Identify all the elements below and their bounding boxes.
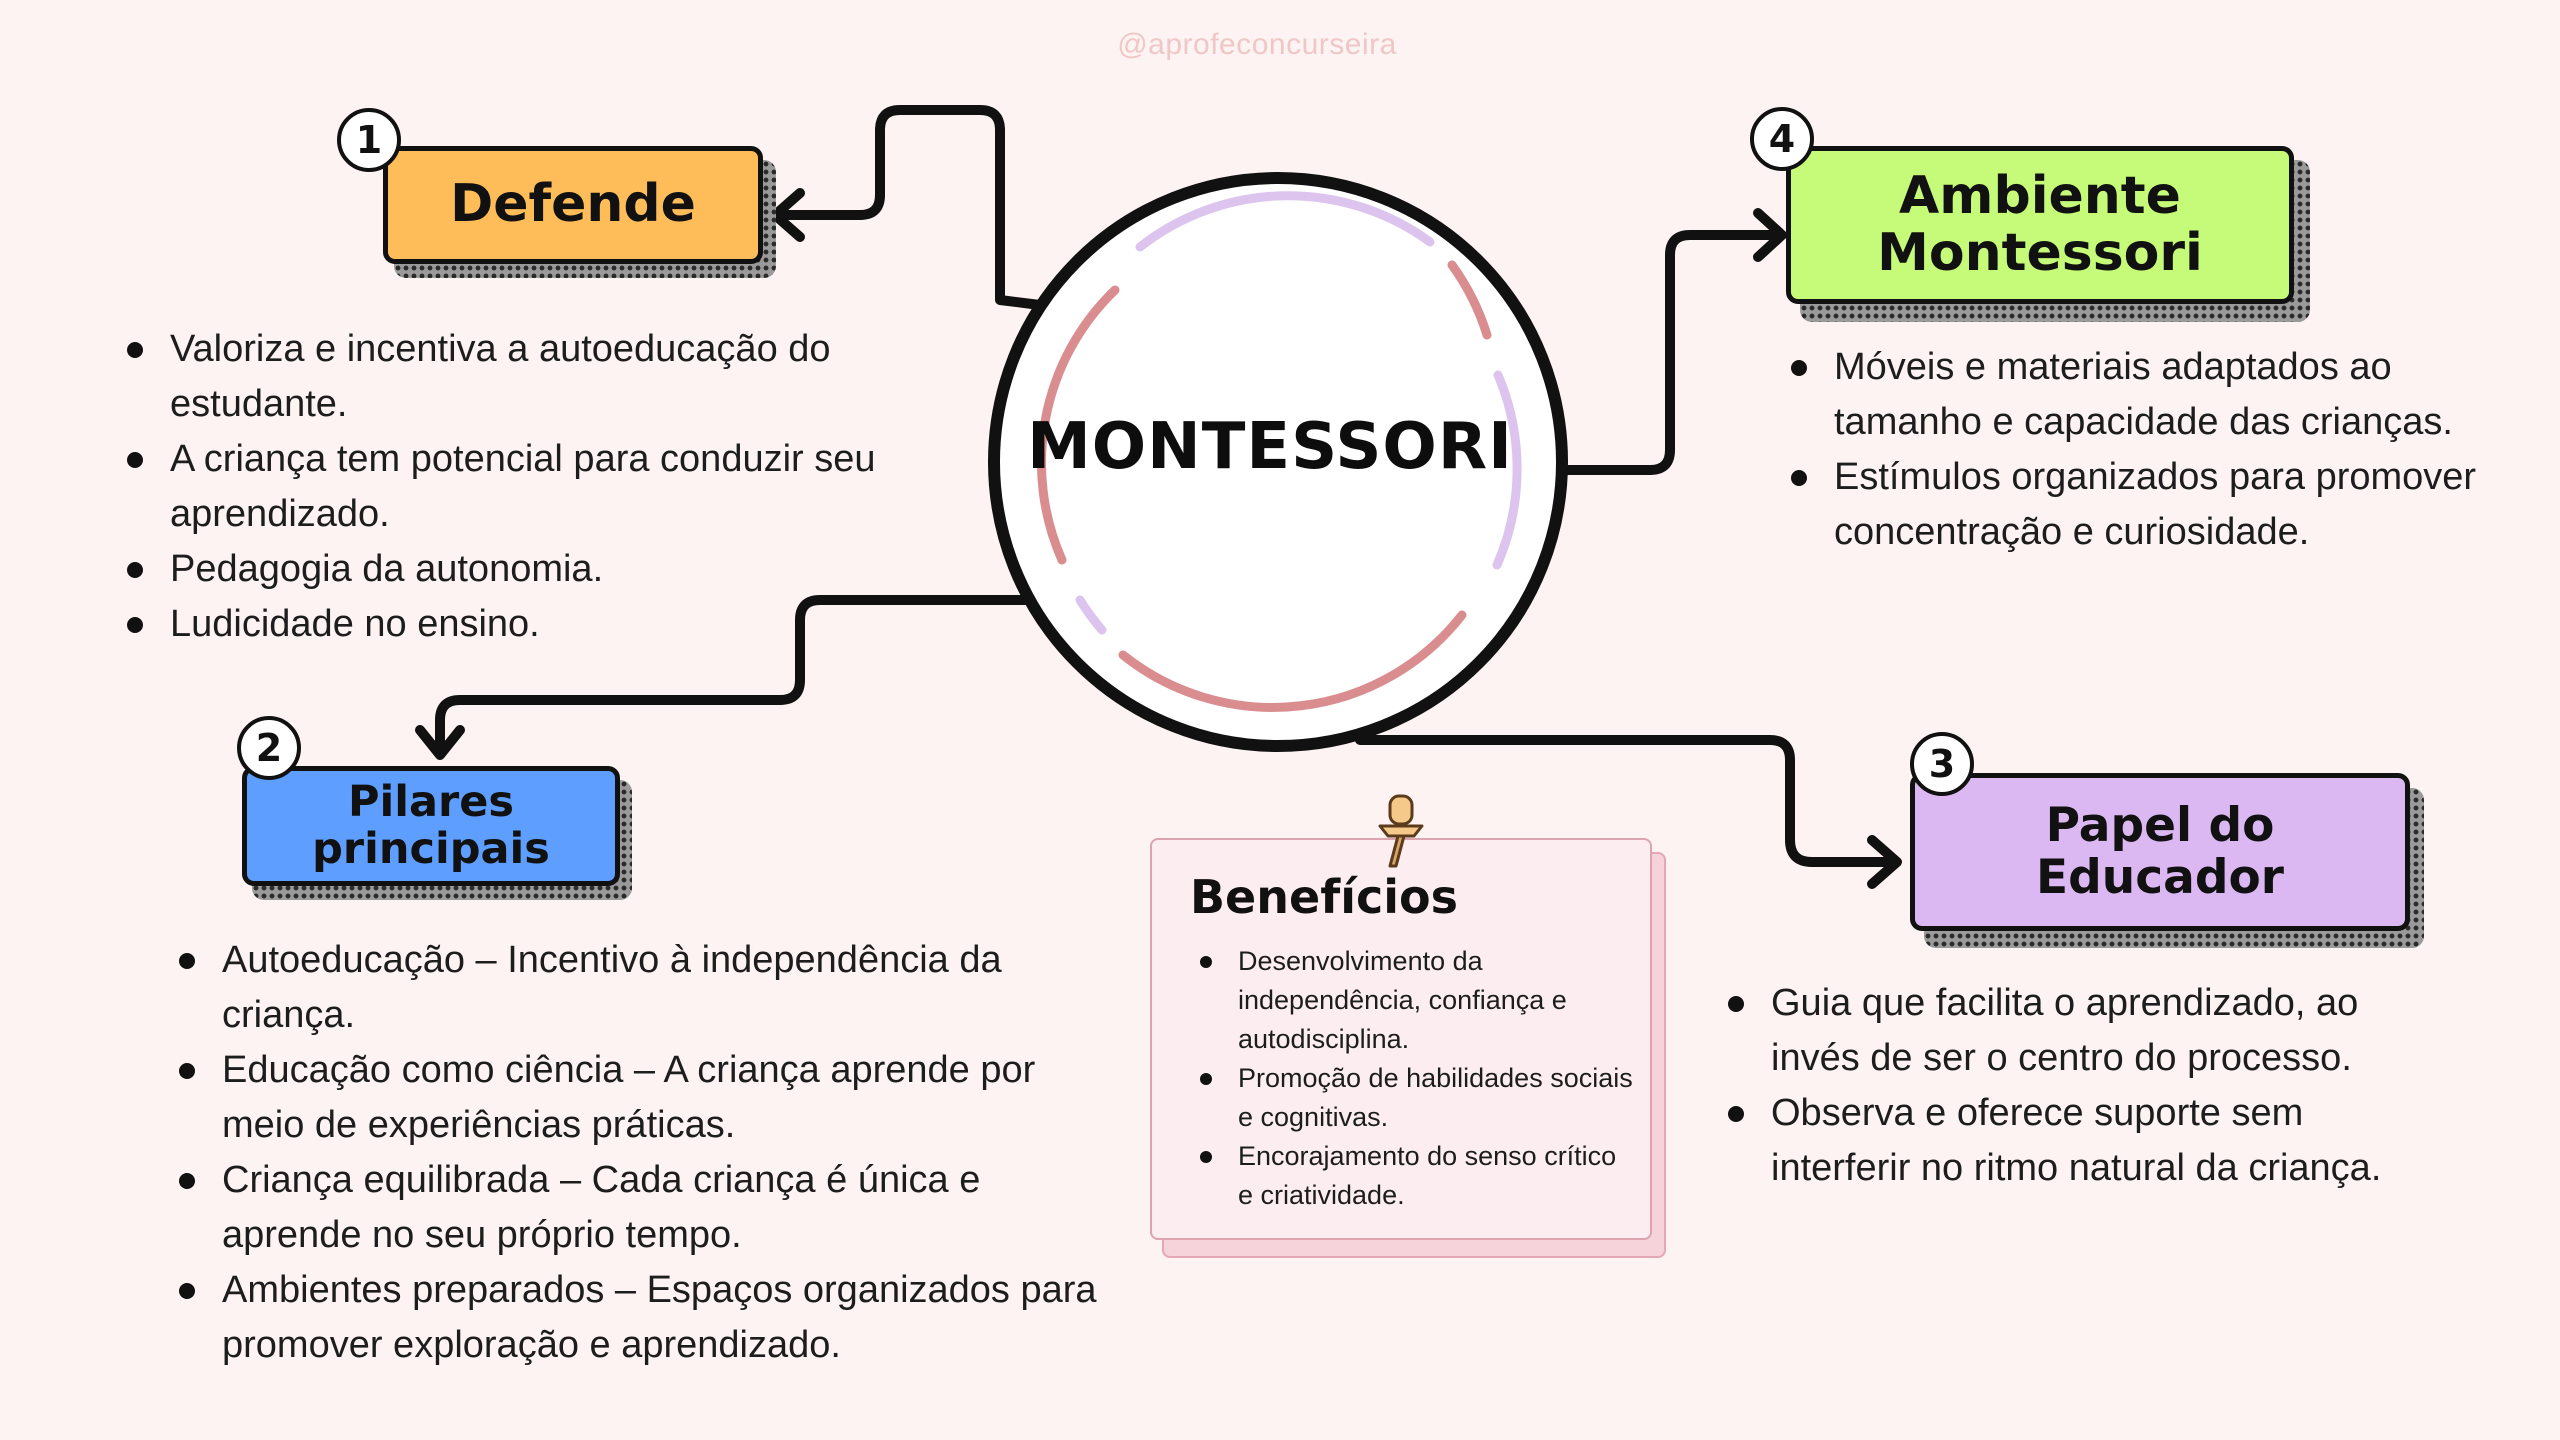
beneficios-card: [1150, 838, 1652, 1240]
list-item: Ambientes preparados – Espaços organizad…: [175, 1263, 1110, 1373]
watermark: @aprofeconcurseira: [1117, 28, 1397, 61]
badge-2: 2: [237, 716, 301, 780]
list-item: Promoção de habilidades sociais e cognit…: [1186, 1059, 1636, 1137]
list-item: Móveis e materiais adaptados ao tamanho …: [1787, 340, 2487, 450]
ambiente-box: Ambiente Montessori: [1786, 146, 2294, 304]
list-item: Observa e oferece suporte sem interferir…: [1724, 1086, 2424, 1196]
list-item: A criança tem potencial para conduzir se…: [123, 432, 983, 542]
pilares-box: Pilares principais: [242, 766, 620, 886]
beneficios-title: Benefícios: [1190, 870, 1459, 924]
center-title: MONTESSORI: [1027, 410, 1513, 484]
list-item: Valoriza e incentiva a autoeducação do e…: [123, 322, 983, 432]
ambiente-list: Móveis e materiais adaptados ao tamanho …: [1787, 340, 2487, 560]
badge-1: 1: [337, 108, 401, 172]
list-item: Encorajamento do senso crítico e criativ…: [1186, 1137, 1636, 1215]
pushpin-icon: [1378, 794, 1424, 868]
list-item: Estímulos organizados para promover conc…: [1787, 450, 2487, 560]
badge-3: 3: [1910, 732, 1974, 796]
list-item: Desenvolvimento da independência, confia…: [1186, 942, 1636, 1059]
educador-box: Papel do Educador: [1910, 773, 2410, 931]
list-item: Ludicidade no ensino.: [123, 597, 983, 652]
beneficios-list: Desenvolvimento da independência, confia…: [1186, 942, 1636, 1215]
list-item: Pedagogia da autonomia.: [123, 542, 983, 597]
pilares-list: Autoeducação – Incentivo à independência…: [175, 933, 1110, 1373]
list-item: Criança equilibrada – Cada criança é úni…: [175, 1153, 1110, 1263]
educador-list: Guia que facilita o aprendizado, ao invé…: [1724, 976, 2424, 1196]
center-circle: [988, 172, 1568, 752]
list-item: Educação como ciência – A criança aprend…: [175, 1043, 1110, 1153]
list-item: Guia que facilita o aprendizado, ao invé…: [1724, 976, 2424, 1086]
badge-4: 4: [1750, 107, 1814, 171]
list-item: Autoeducação – Incentivo à independência…: [175, 933, 1110, 1043]
defende-box: Defende: [383, 146, 763, 264]
defende-list: Valoriza e incentiva a autoeducação do e…: [123, 322, 983, 652]
